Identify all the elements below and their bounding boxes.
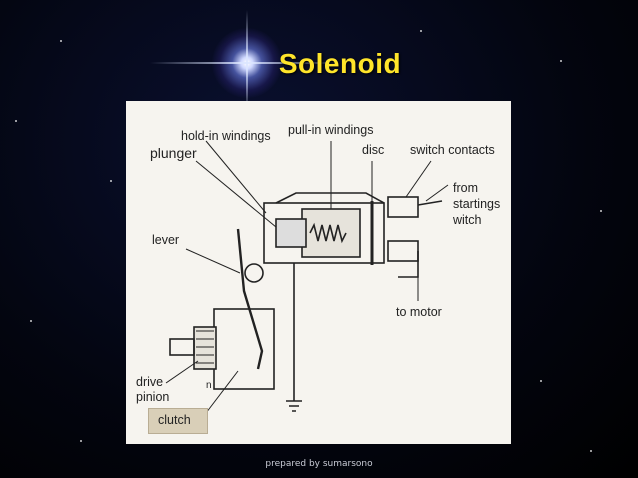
- label-from-line3: witch: [453, 213, 482, 227]
- label-from-line2: startings: [453, 197, 501, 211]
- ground-symbol: [286, 400, 302, 412]
- lens-flare-ray-horizontal: [150, 62, 340, 64]
- label-disc: disc: [362, 143, 385, 157]
- lever-pivot: [244, 263, 264, 283]
- label-from-line1: from: [453, 181, 478, 195]
- shaft-end: [169, 338, 195, 356]
- leader-plunger: [195, 160, 277, 228]
- label-n-mark: n: [206, 380, 212, 391]
- leader-from: [425, 184, 449, 202]
- leader-lever: [185, 248, 241, 274]
- pull-in-coil: [301, 208, 361, 258]
- coil-spring: [309, 222, 347, 244]
- diagram-panel: hold-in windings pull-in windings plunge…: [126, 101, 511, 444]
- leader-pinion: [165, 360, 199, 384]
- solenoid-drawing: [165, 140, 449, 414]
- label-drive-line2: pinion: [136, 390, 170, 404]
- lead-top: [275, 192, 385, 204]
- label-clutch: clutch: [158, 413, 191, 427]
- leader-clutch: [205, 370, 239, 414]
- wire-to-motor: [398, 251, 419, 278]
- label-hold-in-windings: hold-in windings: [181, 129, 271, 143]
- terminal-upper: [387, 196, 419, 218]
- wire-from-switch: [417, 200, 443, 206]
- slide-title: Solenoid: [278, 48, 402, 79]
- label-drive-line1: drive: [136, 375, 164, 389]
- label-pull-in-windings: pull-in windings: [288, 123, 374, 137]
- plunger-body: [275, 218, 307, 248]
- clutch-label-box: clutch: [148, 408, 208, 434]
- footer-credit: prepared by sumarsono: [265, 459, 373, 469]
- terminal-lower: [387, 240, 419, 262]
- leader-switch: [405, 160, 432, 198]
- label-lever: lever: [152, 233, 180, 247]
- shift-lever: [236, 228, 264, 370]
- label-switch-contacts: switch contacts: [410, 143, 495, 157]
- lens-flare-ray-vertical: [246, 10, 248, 114]
- leader-hold-in: [205, 140, 267, 214]
- label-plunger: plunger: [150, 145, 197, 161]
- pinion-teeth: [196, 330, 214, 364]
- motor-body: [213, 308, 275, 390]
- solenoid-housing: [263, 202, 385, 264]
- label-to-motor: to motor: [396, 305, 442, 319]
